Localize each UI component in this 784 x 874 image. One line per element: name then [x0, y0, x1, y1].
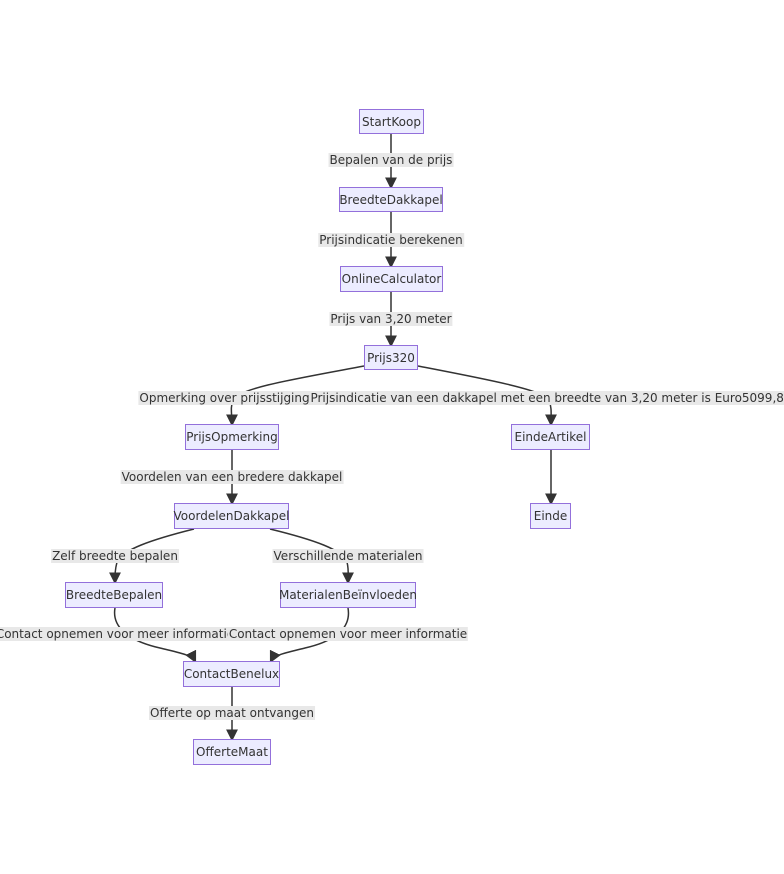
node-contactbenelux: ContactBenelux	[183, 661, 280, 687]
edge-label-contact-opnemen-right: Contact opnemen voor meer informatie	[227, 627, 469, 641]
node-onlinecalculator-label: OnlineCalculator	[341, 272, 442, 286]
node-startkoop: StartKoop	[359, 109, 424, 134]
edge-label-verschillende-materialen: Verschillende materialen	[272, 549, 424, 563]
node-voordelendakkapel-label: VoordelenDakkapel	[173, 509, 290, 523]
node-prijsopmerking-label: PrijsOpmerking	[186, 430, 278, 444]
node-onlinecalculator: OnlineCalculator	[340, 266, 443, 292]
node-prijs320: Prijs320	[364, 345, 418, 370]
node-prijs320-label: Prijs320	[367, 350, 415, 365]
edge-materialenbeinvloeden-contactbenelux	[269, 607, 350, 664]
node-breedtebepalen: BreedteBepalen	[65, 582, 163, 608]
node-materialenbeinvloeden-label: MaterialenBeïnvloeden	[278, 588, 418, 602]
edge-label-prijs-van-320: Prijs van 3,20 meter	[329, 312, 453, 326]
node-breedtebepalen-label: BreedteBepalen	[65, 588, 163, 602]
edge-breedtebepalen-contactbenelux	[113, 607, 197, 664]
edge-label-prijsindicatie-berekenen: Prijsindicatie berekenen	[318, 233, 464, 247]
node-voordelendakkapel: VoordelenDakkapel	[173, 503, 290, 529]
edge-label-opmerking-prijsstijgingen: Opmerking over prijsstijgingen	[138, 391, 326, 405]
node-breedtedakkapel-label: BreedteDakkapel	[339, 192, 443, 207]
node-einde-label: Einde	[533, 509, 568, 523]
node-materialenbeinvloeden: MaterialenBeïnvloeden	[278, 582, 418, 608]
edge-label-prijsindicatie-dakkapel: Prijsindicatie van een dakkapel met een …	[309, 391, 784, 405]
node-offertemaat-label: OfferteMaat	[196, 745, 268, 759]
edge-label-bepalen-prijs: Bepalen van de prijs	[328, 153, 454, 167]
node-eindeartikel: EindeArtikel	[511, 424, 590, 450]
edge-label-zelf-breedte-bepalen: Zelf breedte bepalen	[51, 549, 179, 563]
node-prijsopmerking: PrijsOpmerking	[185, 424, 279, 450]
node-contactbenelux-label: ContactBenelux	[183, 667, 280, 681]
node-eindeartikel-label: EindeArtikel	[514, 430, 587, 444]
edge-label-offerte-op-maat: Offerte op maat ontvangen	[149, 706, 315, 720]
edge-label-voordelen-bredere-dakkapel: Voordelen van een bredere dakkapel	[120, 470, 344, 484]
node-einde: Einde	[530, 503, 571, 529]
edge-label-contact-opnemen-left: Contact opnemen voor meer informatie	[0, 627, 236, 641]
node-breedtedakkapel: BreedteDakkapel	[339, 187, 443, 212]
node-startkoop-label: StartKoop	[362, 114, 421, 129]
node-offertemaat: OfferteMaat	[193, 739, 271, 765]
